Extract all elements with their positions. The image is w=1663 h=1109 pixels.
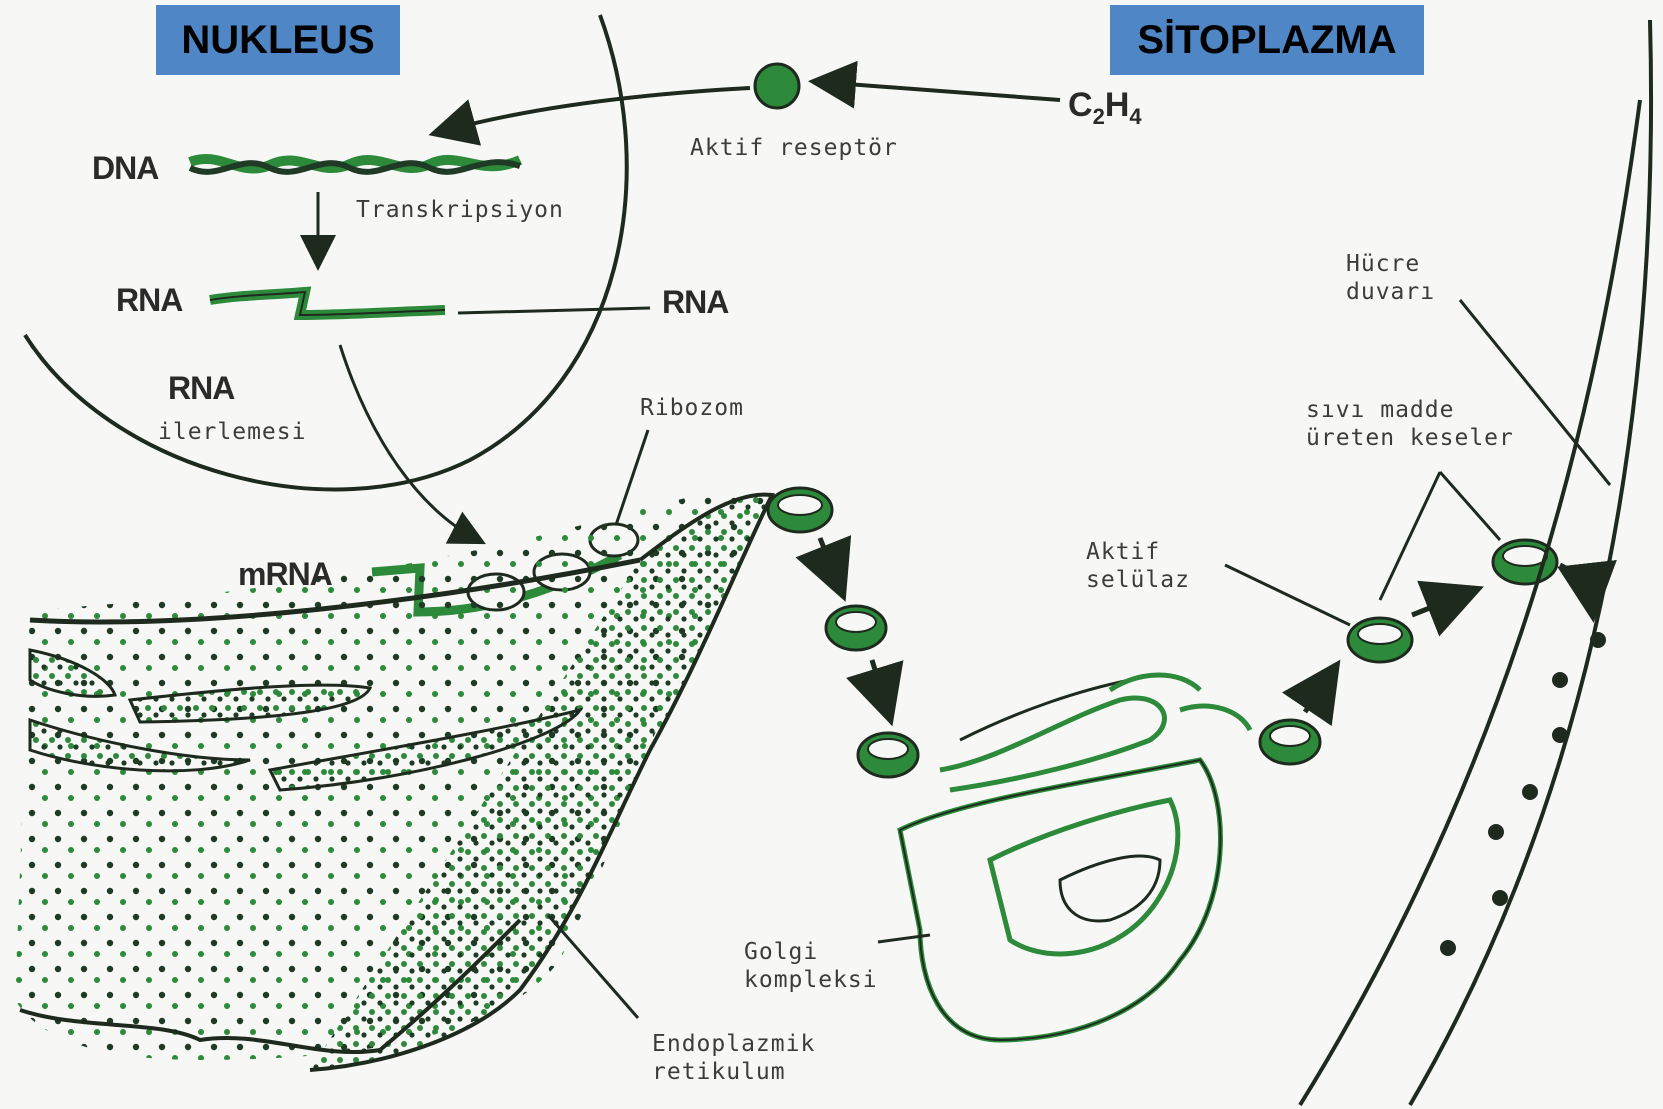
ribosome-label: Ribozom	[640, 394, 744, 422]
sacs-pointer-line	[1380, 472, 1500, 600]
ethylene-formula: C2H4	[1068, 86, 1142, 130]
er-line1: Endoplazmik	[652, 1031, 815, 1057]
active-cellulase-label: Aktif selülaz	[1086, 538, 1190, 594]
cytoplasm-header: SİTOPLAZMA	[1110, 5, 1424, 75]
cell-wall-line1: Hücre	[1346, 251, 1420, 277]
formula-sub1: 2	[1093, 104, 1105, 129]
rna-progress-subtitle: ilerlemesi	[158, 418, 306, 446]
nucleus-header: NUKLEUS	[156, 5, 400, 75]
formula-mid: H	[1105, 86, 1130, 124]
formula-base: C	[1068, 86, 1093, 124]
er-label: Endoplazmik retikulum	[652, 1030, 815, 1086]
active-cellulase-line2: selülaz	[1086, 567, 1190, 593]
mrna-label: mRNA	[238, 556, 332, 593]
rna-progress-arrow	[340, 345, 478, 540]
rna-export-line	[458, 308, 650, 313]
nucleus-envelope	[25, 15, 627, 489]
golgi-line2: kompleksi	[744, 967, 878, 993]
cell-wall-label: Hücre duvarı	[1346, 250, 1435, 306]
active-receptor-icon	[755, 64, 799, 108]
active-cellulase-line1: Aktif	[1086, 539, 1160, 565]
golgi-complex-icon	[900, 675, 1250, 1040]
vesicle-group-er-golgi	[768, 488, 918, 777]
receptor-to-dna-arrow	[440, 88, 750, 132]
golgi-label: Golgi kompleksi	[744, 938, 878, 994]
rna-progress-title: RNA	[168, 370, 234, 407]
cell-wall-line2: duvarı	[1346, 279, 1435, 305]
fluid-sacs-line1: sıvı madde	[1306, 397, 1454, 423]
er-pointer-line	[548, 915, 638, 1018]
cellulase-pointer-line	[1225, 565, 1350, 625]
formula-sub2: 4	[1129, 104, 1141, 129]
ethylene-to-receptor-arrow	[820, 82, 1060, 100]
active-receptor-label: Aktif reseptör	[690, 134, 898, 162]
dna-helix-icon	[190, 159, 520, 172]
golgi-line1: Golgi	[744, 939, 818, 965]
vesicle-group-golgi-wall	[1260, 540, 1592, 764]
transcription-label: Transkripsiyon	[356, 196, 564, 224]
rna-cytoplasm-label: RNA	[662, 284, 728, 321]
rna-nucleus-label: RNA	[116, 282, 182, 319]
fluid-sacs-line2: üreten keseler	[1306, 425, 1514, 451]
fluid-sacs-label: sıvı madde üreten keseler	[1306, 396, 1514, 452]
er-line2: retikulum	[652, 1059, 786, 1085]
dna-label: DNA	[92, 150, 158, 187]
